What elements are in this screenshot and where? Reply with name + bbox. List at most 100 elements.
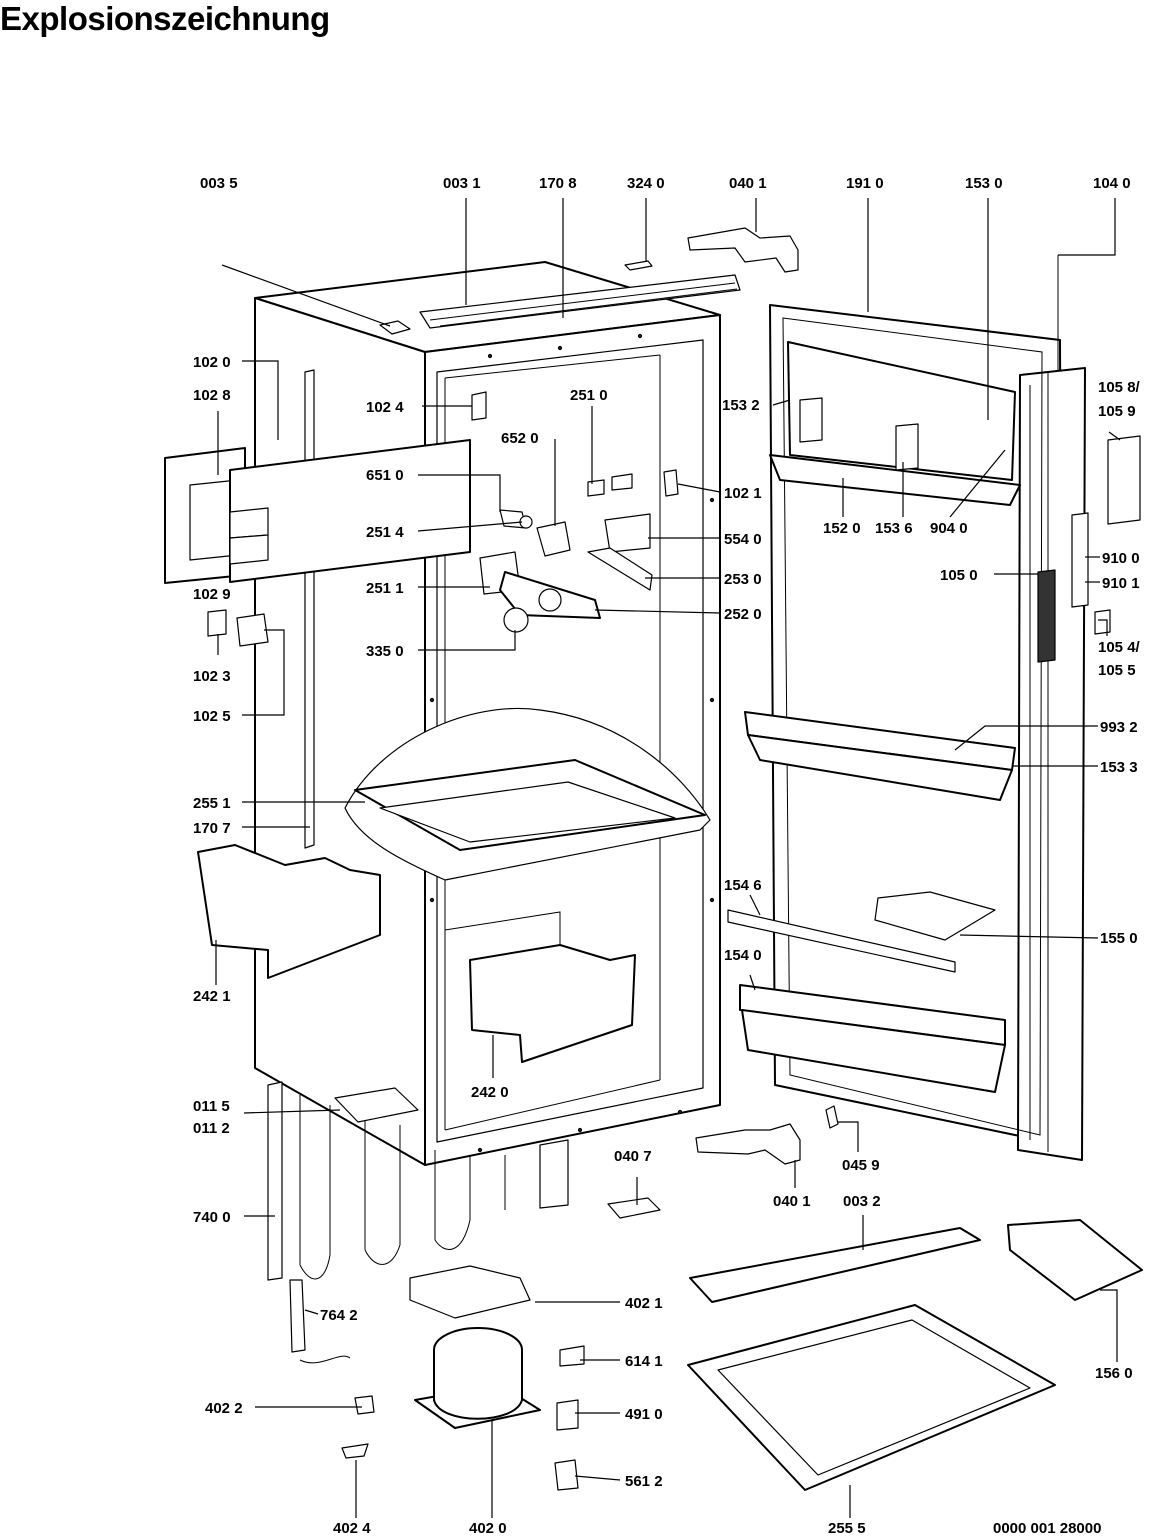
label-9101: 910 1 (1102, 575, 1140, 592)
leader-lines (215, 198, 1121, 1518)
door-shelf-top (769, 341, 1021, 506)
part-0035 (379, 320, 411, 335)
label-1532: 153 2 (722, 397, 760, 414)
egg-tray (874, 891, 996, 941)
label-6520: 652 0 (501, 430, 539, 447)
thermostat-parts (479, 473, 653, 633)
filter-drier (289, 1279, 306, 1353)
label-9100: 910 0 (1102, 550, 1140, 567)
label-1040: 104 0 (1093, 175, 1131, 192)
label-1536: 153 6 (875, 520, 913, 537)
label-2510: 251 0 (570, 387, 608, 404)
label-1708: 170 8 (539, 175, 577, 192)
cover-4910 (556, 1399, 579, 1431)
label-4024: 402 4 (333, 1520, 371, 1536)
label-0032: 003 2 (843, 1193, 881, 1210)
label-1055: 105 5 (1098, 662, 1136, 679)
label-0407: 040 7 (614, 1148, 652, 1165)
label-1054: 105 4/ (1098, 639, 1141, 656)
label-1530: 153 0 (965, 175, 1003, 192)
label-0401-bot: 040 1 (773, 1193, 811, 1210)
label-1023: 102 3 (193, 668, 231, 685)
seal-1050 (1037, 569, 1056, 663)
label-6141: 614 1 (625, 1353, 663, 1370)
label-1533: 153 3 (1100, 759, 1138, 776)
label-2555: 255 5 (828, 1520, 866, 1536)
doc-number: 0000 001 28000 (993, 1520, 1101, 1536)
hinge-bottom (695, 1123, 801, 1165)
label-1029: 102 9 (193, 586, 231, 603)
hinge-top (687, 227, 799, 273)
label-1546: 154 6 (724, 877, 762, 894)
door (769, 255, 1086, 1161)
label-1050: 105 0 (940, 567, 978, 584)
label-1024: 102 4 (366, 399, 404, 416)
label-1910: 191 0 (846, 175, 884, 192)
label-4022: 402 2 (205, 1400, 243, 1417)
label-1560: 156 0 (1095, 1365, 1133, 1382)
bottle-rail (727, 909, 956, 973)
label-3240: 324 0 (627, 175, 665, 192)
door-bin-middle (744, 711, 1016, 801)
compressor (414, 1327, 541, 1429)
part-4024 (341, 1443, 369, 1459)
condenser (267, 1081, 569, 1281)
relay-6141 (559, 1345, 585, 1367)
compressor-bracket-4021 (409, 1265, 531, 1319)
label-0459: 045 9 (842, 1157, 880, 1174)
part-1054 (1094, 609, 1111, 635)
label-0031: 003 1 (443, 175, 481, 192)
label-2511: 251 1 (366, 580, 404, 597)
label-1520: 152 0 (823, 520, 861, 537)
label-1021: 102 1 (724, 485, 762, 502)
label-0115: 011 5 (193, 1098, 230, 1115)
hinge-side-9100 (1071, 512, 1089, 608)
label-2420: 242 0 (471, 1084, 509, 1101)
label-3350: 335 0 (366, 643, 404, 660)
label-2421: 242 1 (193, 988, 231, 1005)
label-1028: 102 8 (193, 387, 231, 404)
crisper-2420 (469, 944, 636, 1063)
hinge-side-1058 (1107, 435, 1141, 525)
label-2551: 255 1 (193, 795, 231, 812)
label-4021: 402 1 (625, 1295, 663, 1312)
plinth-0032 (689, 1227, 981, 1303)
label-7400: 740 0 (193, 1209, 231, 1226)
part-labels: 003 5 003 1 170 8 324 0 040 1 191 0 153 … (193, 175, 1141, 1536)
label-2514: 251 4 (366, 524, 404, 541)
label-0401-top: 040 1 (729, 175, 767, 192)
glass-shelf-upper (344, 707, 711, 881)
label-9040: 904 0 (930, 520, 968, 537)
clip-5612 (554, 1459, 579, 1491)
part-4022 (354, 1395, 375, 1415)
label-5540: 554 0 (724, 531, 762, 548)
label-1540: 154 0 (724, 947, 762, 964)
label-4910: 491 0 (625, 1406, 663, 1423)
page-title: Explosionszeichnung (0, 0, 330, 37)
label-1550: 155 0 (1100, 930, 1138, 947)
label-0035: 003 5 (200, 175, 238, 192)
label-1058: 105 8/ (1098, 379, 1141, 396)
glass-shelf-bottom (687, 1304, 1056, 1491)
label-1059: 105 9 (1098, 403, 1136, 420)
label-2530: 253 0 (724, 571, 762, 588)
label-7642: 764 2 (320, 1307, 358, 1324)
control-panel (164, 439, 471, 584)
part-1025 (236, 613, 269, 647)
crisper-2421 (197, 844, 381, 979)
label-2520: 252 0 (724, 606, 762, 623)
label-1020: 102 0 (193, 354, 231, 371)
label-1707: 170 7 (193, 820, 231, 837)
part-0407 (607, 1197, 661, 1219)
label-1025: 102 5 (193, 708, 231, 725)
part-1023 (207, 609, 227, 637)
label-0112: 011 2 (193, 1120, 230, 1137)
label-6510: 651 0 (366, 467, 404, 484)
part-3240 (624, 260, 653, 271)
label-5612: 561 2 (625, 1473, 663, 1490)
screw-0459 (825, 1105, 839, 1129)
label-4020: 402 0 (469, 1520, 507, 1536)
part-1021 (663, 469, 679, 497)
label-9932: 993 2 (1100, 719, 1138, 736)
